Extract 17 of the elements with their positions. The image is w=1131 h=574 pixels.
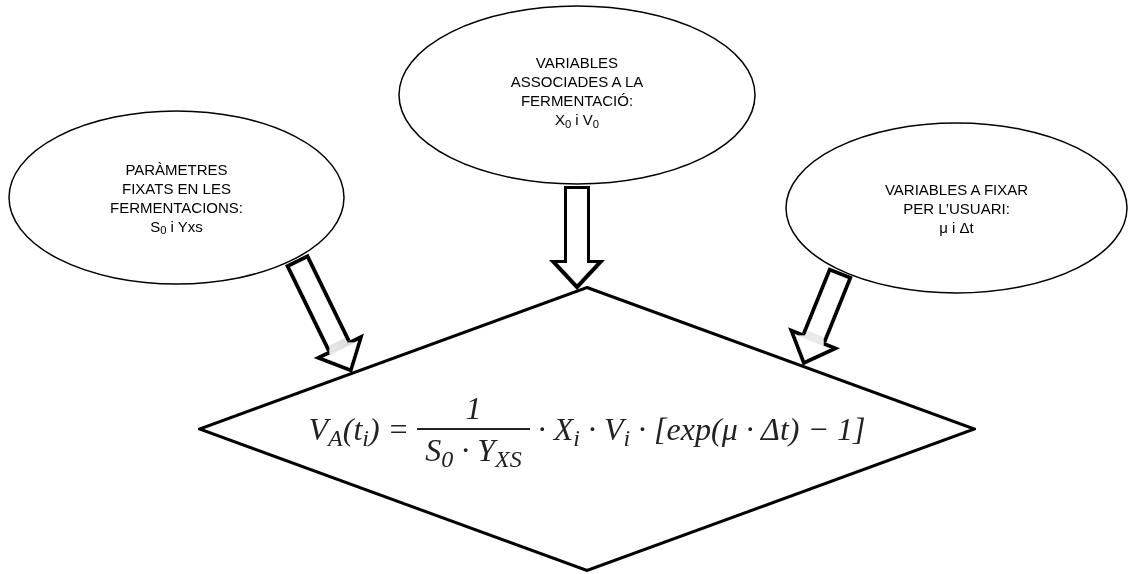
block-arrow (285, 253, 364, 373)
node-label: μ i Δt (939, 217, 974, 237)
input-ellipse (398, 5, 756, 185)
block-arrow (788, 267, 853, 366)
formula-text: · X$_{i}$ · V$_{i}$ · [exp(μ · Δt) − 1] (537, 413, 866, 445)
node-label: VARIABLES ASSOCIADES A LA FERMENTACIÓ: (509, 53, 645, 110)
fraction-denominator: S$_{0}$ · Y$_{XS}$ (424, 431, 523, 466)
input-ellipse (8, 110, 345, 285)
formula-diamond (198, 286, 976, 572)
input-ellipse (785, 122, 1128, 294)
node-label: S$_{0}$ i Yxs (150, 216, 203, 236)
block-arrow (549, 186, 605, 290)
fraction-numerator: 1 (464, 392, 483, 428)
node-label: PARÀMETRES FIXATS EN LES FERMENTACIONS: (108, 159, 245, 217)
formula-text: V$_{A}$(t$_{i}$) = (308, 413, 410, 445)
node-label: X$_{0}$ i V$_{0}$ (554, 110, 600, 129)
node-label: VARIABLES A FIXAR PER L’USUARI: (883, 179, 1030, 218)
